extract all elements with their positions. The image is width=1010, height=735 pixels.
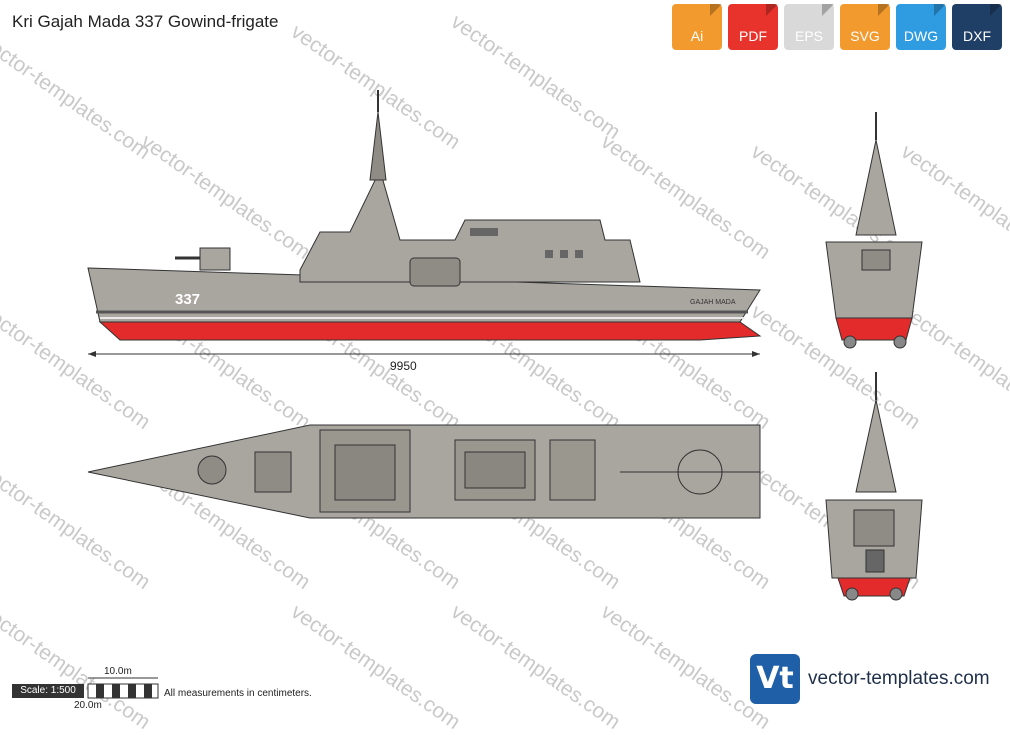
brand-site[interactable]: vector-templates.com [808, 668, 990, 689]
scale-tick-20: 20.0m [74, 700, 102, 711]
hull-number: 337 [175, 291, 200, 308]
hull-waterline [98, 321, 762, 341]
brand-logo[interactable]: Vt [750, 654, 800, 704]
boat-bay [409, 257, 461, 287]
ai-download-button[interactable]: Ai [672, 4, 722, 50]
rear-view [825, 372, 923, 601]
file-fold-icon [710, 4, 722, 16]
file-fold-icon [934, 4, 946, 16]
file-fold-icon [822, 4, 834, 16]
mast [369, 111, 387, 181]
side-view: 337 GAJAH MADA [87, 90, 762, 357]
format-label: Ai [690, 28, 704, 44]
top-view [87, 424, 761, 519]
format-label: DXF [963, 28, 991, 44]
file-fold-icon [878, 4, 890, 16]
scale-label: Scale: 1:500 [12, 684, 84, 698]
format-label: PDF [739, 28, 767, 44]
format-label: DWG [903, 28, 939, 44]
pdf-download-button[interactable]: PDF [728, 4, 778, 50]
hull-name: GAJAH MADA [690, 299, 736, 306]
scale-bar [87, 677, 159, 699]
file-fold-icon [766, 4, 778, 16]
length-dimension: 9950 [390, 359, 417, 373]
format-label: EPS [794, 28, 823, 44]
front-view [825, 112, 923, 349]
main-gun [199, 247, 231, 271]
page-title: Kri Gajah Mada 337 Gowind-frigate [12, 12, 279, 31]
dxf-download-button[interactable]: DXF [952, 4, 1002, 50]
measurement-note: All measurements in centimeters. [164, 688, 312, 699]
scale-tick-10: 10.0m [104, 666, 132, 677]
ship-drawing: 337 GAJAH MADA [87, 90, 923, 699]
hull-side [87, 267, 761, 323]
eps-download-button[interactable]: EPS [784, 4, 834, 50]
superstructure [299, 168, 641, 283]
file-fold-icon [990, 4, 1002, 16]
format-downloads: Ai PDF EPS SVG DWG DXF [672, 4, 1002, 50]
format-label: SVG [850, 28, 880, 44]
dwg-download-button[interactable]: DWG [896, 4, 946, 50]
svg-download-button[interactable]: SVG [840, 4, 890, 50]
